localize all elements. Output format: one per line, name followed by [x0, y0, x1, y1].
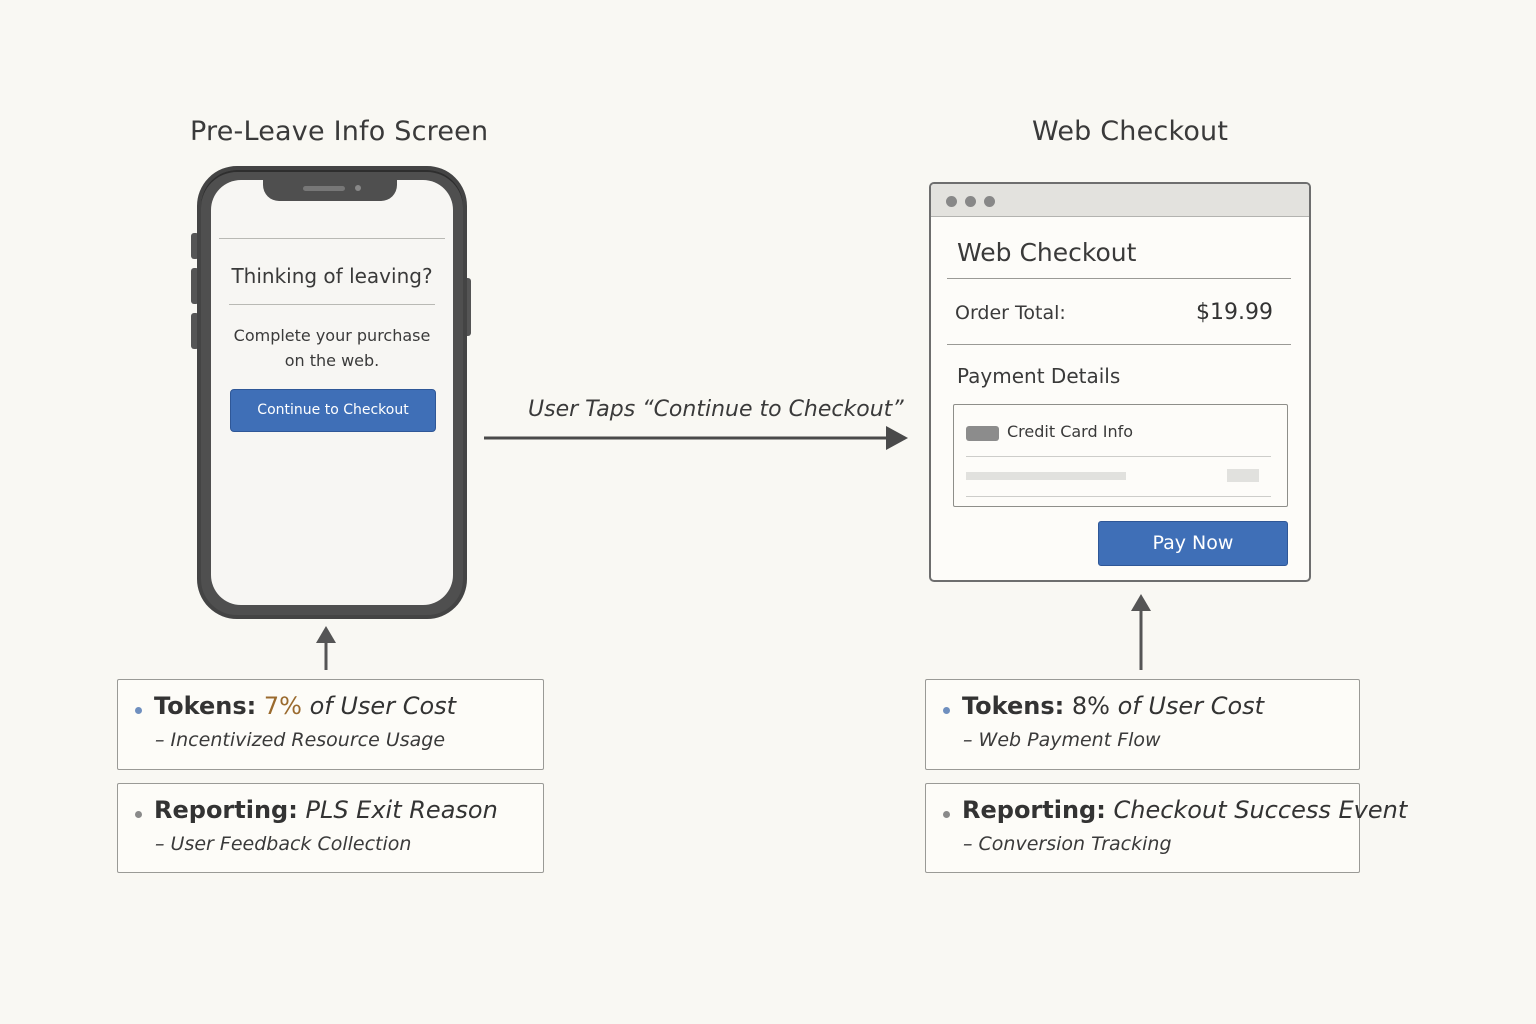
window-dot-icon[interactable]: [984, 196, 995, 207]
tokens-percent: 7%: [263, 692, 302, 720]
phone-body-text: Complete your purchase on the web.: [211, 323, 453, 373]
card-number-placeholder: [966, 472, 1126, 480]
payment-details-label: Payment Details: [957, 364, 1121, 388]
phone-volume-down: [191, 313, 199, 349]
reporting-key: Reporting:: [154, 796, 298, 824]
order-total-label: Order Total:: [955, 302, 1066, 324]
checkout-divider-1: [947, 278, 1291, 279]
left-tokens-sub: – Incentivized Resource Usage: [155, 729, 446, 751]
phone-power-button: [464, 278, 471, 336]
tokens-percent: 8%: [1071, 692, 1110, 720]
credit-card-field[interactable]: Credit Card Info: [953, 404, 1288, 507]
right-tokens-box: Tokens: 8% of User Cost – Web Payment Fl…: [925, 679, 1360, 770]
right-up-arrowhead-icon: [1131, 594, 1151, 611]
phone-mute-switch: [191, 233, 199, 259]
window-dot-icon[interactable]: [946, 196, 957, 207]
speaker-icon: [303, 186, 345, 191]
bullet-icon: [943, 811, 950, 818]
right-section-title: Web Checkout: [1032, 116, 1229, 147]
phone-body-line1: Complete your purchase: [233, 326, 431, 345]
flow-arrowhead-icon: [886, 426, 908, 450]
phone-body-line2: on the web.: [284, 351, 380, 370]
browser-title-bar: [931, 184, 1309, 217]
right-reporting-box: Reporting: Checkout Success Event – Conv…: [925, 783, 1407, 873]
bullet-icon: [135, 811, 142, 818]
phone-divider-top: [219, 238, 445, 239]
reporting-key: Reporting:: [962, 796, 1106, 824]
flow-label: User Taps “Continue to Checkout”: [528, 397, 904, 422]
checkout-title: Web Checkout: [957, 238, 1137, 267]
bullet-icon: [135, 707, 142, 714]
phone-divider-mid: [229, 304, 435, 305]
phone-notch: [263, 180, 397, 201]
right-tokens-sub: – Web Payment Flow: [963, 729, 1161, 751]
continue-to-checkout-button[interactable]: Continue to Checkout: [230, 389, 436, 432]
browser-window: Web Checkout Order Total: $19.99 Payment…: [929, 182, 1311, 582]
left-tokens-line: Tokens: 7% of User Cost: [154, 692, 456, 720]
tokens-key: Tokens:: [154, 692, 257, 720]
reporting-rest: Checkout Success Event: [1113, 796, 1408, 824]
card-field-divider-bottom: [966, 496, 1271, 497]
tokens-key: Tokens:: [962, 692, 1065, 720]
camera-icon: [355, 185, 361, 191]
phone-volume-up: [191, 268, 199, 304]
right-reporting-sub: – Conversion Tracking: [963, 833, 1172, 855]
pay-now-button[interactable]: Pay Now: [1098, 521, 1288, 566]
credit-card-label: Credit Card Info: [1007, 422, 1133, 441]
reporting-rest: PLS Exit Reason: [305, 796, 498, 824]
order-total-value: $19.99: [1196, 300, 1273, 325]
checkout-divider-2: [947, 344, 1291, 345]
left-up-arrowhead-icon: [316, 626, 336, 643]
left-tokens-box: Tokens: 7% of User Cost – Incentivized R…: [117, 679, 544, 770]
left-reporting-line: Reporting: PLS Exit Reason: [154, 796, 498, 824]
right-reporting-line: Reporting: Checkout Success Event: [962, 796, 1407, 824]
credit-card-icon: [966, 426, 999, 441]
left-section-title: Pre-Leave Info Screen: [190, 116, 489, 147]
phone-screen: Thinking of leaving? Complete your purch…: [211, 180, 453, 605]
phone-mockup: Thinking of leaving? Complete your purch…: [197, 166, 467, 619]
left-reporting-sub: – User Feedback Collection: [155, 833, 412, 855]
phone-heading: Thinking of leaving?: [231, 264, 433, 288]
tokens-rest: of User Cost: [1117, 692, 1265, 720]
tokens-rest: of User Cost: [309, 692, 457, 720]
left-reporting-box: Reporting: PLS Exit Reason – User Feedba…: [117, 783, 544, 873]
card-field-divider: [966, 456, 1271, 457]
window-dot-icon[interactable]: [965, 196, 976, 207]
bullet-icon: [943, 707, 950, 714]
card-cvc-placeholder: [1227, 469, 1259, 482]
right-tokens-line: Tokens: 8% of User Cost: [962, 692, 1264, 720]
